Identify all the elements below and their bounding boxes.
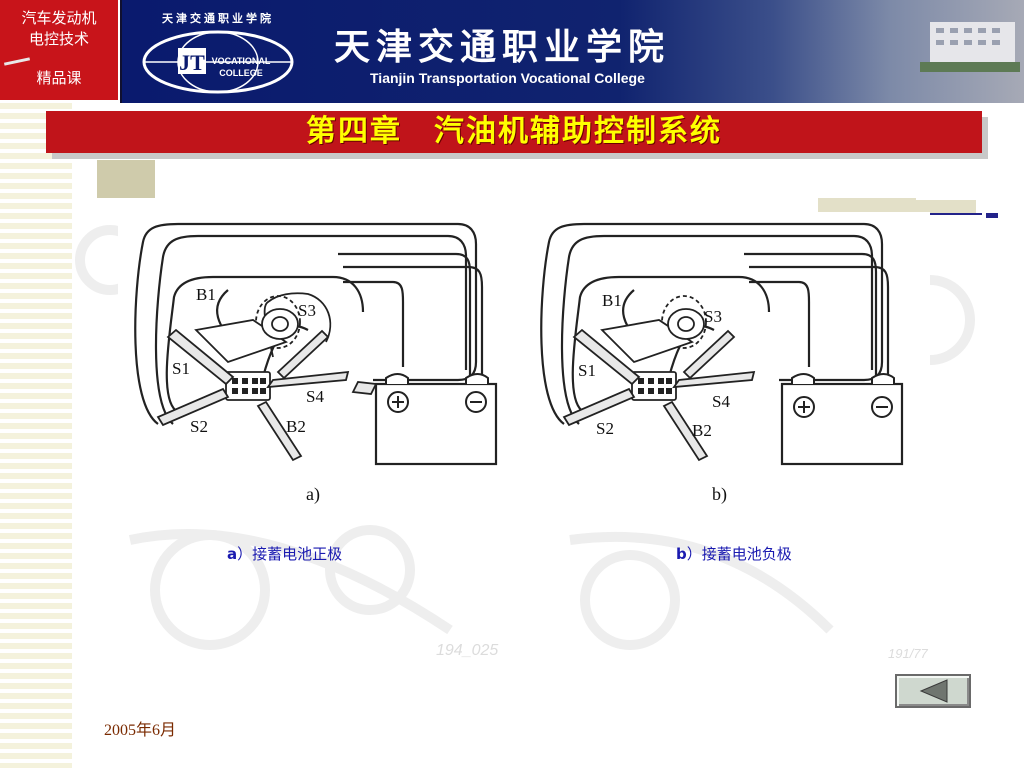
badge-line-2: 电控技术 bbox=[28, 30, 89, 48]
striped-margin bbox=[0, 103, 72, 768]
chapter-title: 第四章 汽油机辅助控制系统 bbox=[306, 114, 722, 149]
caption-a-text: ）接蓄电池正极 bbox=[237, 545, 343, 563]
label-s4-a: S4 bbox=[306, 387, 324, 406]
label-s2-a: S2 bbox=[190, 417, 208, 436]
watermark-right: 191/77 bbox=[888, 646, 928, 661]
watermark-left: 194_025 bbox=[436, 642, 499, 659]
logo-top-text: 天津交通职业学院 bbox=[162, 11, 274, 25]
caption-b-prefix: b bbox=[676, 545, 687, 563]
previous-slide-button[interactable] bbox=[895, 674, 971, 708]
label-b1-b: B1 bbox=[602, 291, 622, 310]
badge-line-1: 汽车发动机 bbox=[21, 9, 97, 27]
decor-block-right bbox=[818, 198, 916, 212]
college-banner bbox=[120, 0, 1024, 103]
date-label: 2005年6月 bbox=[104, 722, 177, 739]
engine-watermark-image bbox=[75, 225, 975, 650]
panel-a-label: a) bbox=[306, 484, 320, 505]
triangle-left-icon bbox=[919, 679, 948, 703]
diagram-panel-b: B1 S3 S1 S4 S2 B2 b) bbox=[540, 222, 904, 505]
college-name-en: Tianjin Transportation Vocational Colleg… bbox=[370, 70, 645, 86]
diagram-panel-a: B1 S3 S1 S4 S2 B2 a) bbox=[134, 222, 498, 505]
panel-b-label: b) bbox=[712, 484, 727, 505]
label-b2-a: B2 bbox=[286, 417, 306, 436]
chapter-title-bar: 第四章 汽油机辅助控制系统 bbox=[46, 111, 982, 153]
pen-icon bbox=[3, 57, 31, 66]
college-name-cn: 天津交通职业学院 bbox=[334, 26, 671, 68]
label-b2-b: B2 bbox=[692, 421, 712, 440]
college-logo: JT VOCATIONAL COLLEGE 天津交通职业学院 bbox=[142, 11, 294, 94]
decor-line bbox=[922, 213, 982, 215]
logo-bottom-text: COLLEGE bbox=[219, 68, 263, 78]
caption-a: a）接蓄电池正极 bbox=[227, 543, 342, 564]
logo-mid-text: VOCATIONAL bbox=[212, 56, 271, 66]
course-badge: 汽车发动机 电控技术 精品课 bbox=[0, 0, 118, 100]
decor-dash bbox=[986, 213, 998, 218]
wiring-diagram: B1 S3 S1 S4 S2 B2 a) bbox=[118, 212, 930, 514]
logo-mark: JT bbox=[179, 50, 205, 75]
campus-building-photo bbox=[920, 22, 1020, 72]
caption-b: b）接蓄电池负极 bbox=[676, 543, 792, 564]
decor-block-right-2 bbox=[912, 200, 976, 214]
decor-block-left bbox=[97, 160, 155, 198]
label-s3-b: S3 bbox=[704, 307, 722, 326]
label-s3-a: S3 bbox=[298, 301, 316, 320]
label-s2-b: S2 bbox=[596, 419, 614, 438]
label-b1-a: B1 bbox=[196, 285, 216, 304]
label-s1-b: S1 bbox=[578, 361, 596, 380]
caption-b-text: ）接蓄电池负极 bbox=[686, 545, 792, 563]
label-s1-a: S1 bbox=[172, 359, 190, 378]
badge-line-3: 精品课 bbox=[36, 69, 82, 87]
label-s4-b: S4 bbox=[712, 392, 730, 411]
caption-a-prefix: a bbox=[227, 545, 238, 563]
